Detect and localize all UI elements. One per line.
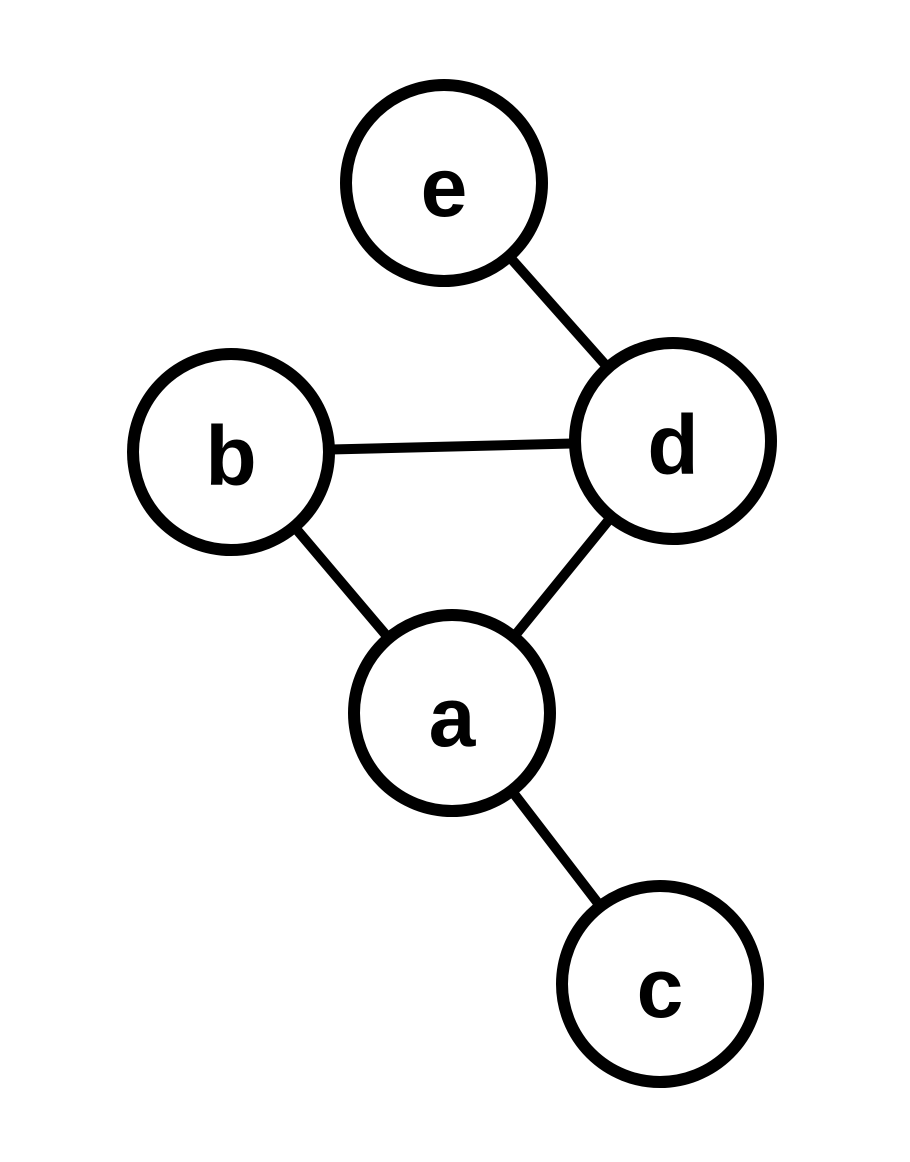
node-c: c [556,880,764,1088]
node-circle [340,79,548,287]
node-label: e [421,140,468,234]
node-circle [556,880,764,1088]
node-e: e [340,79,548,287]
node-label: a [429,670,477,764]
node-label: b [205,409,256,503]
node-circle [348,609,556,817]
node-label: d [647,398,698,492]
nodes: e b d a c [127,79,777,1088]
node-label: c [637,941,684,1035]
node-d: d [569,337,777,545]
node-b: b [127,348,335,556]
node-a: a [348,609,556,817]
node-circle [569,337,777,545]
node-circle [127,348,335,556]
edges [227,179,677,988]
